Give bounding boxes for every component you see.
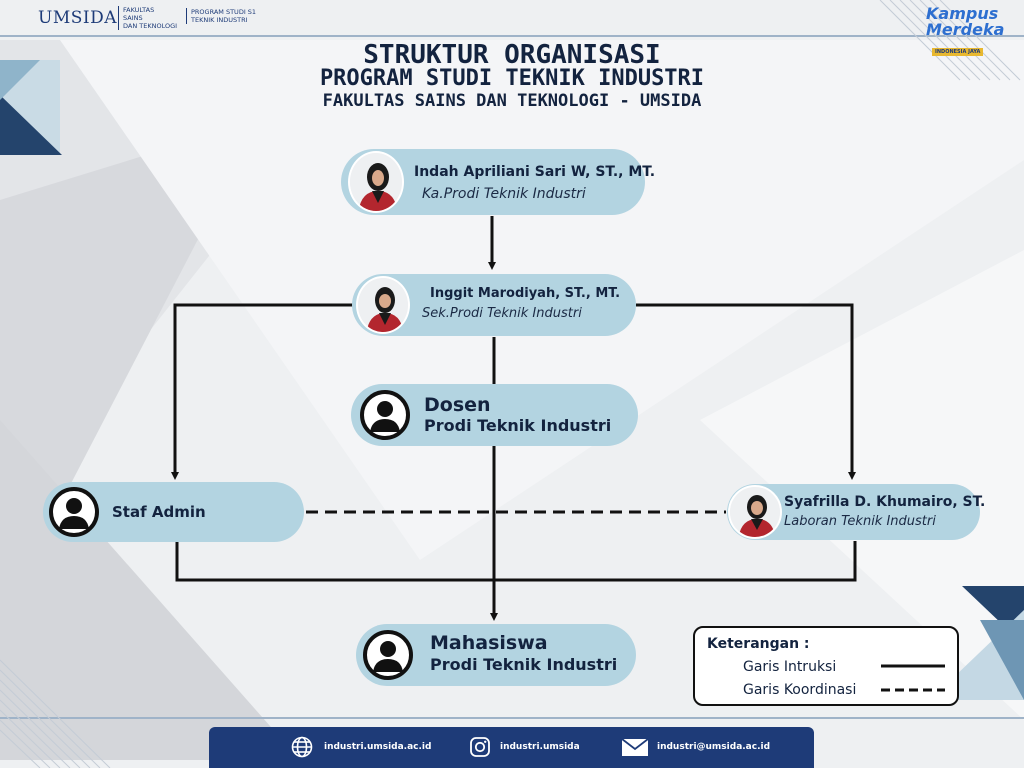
sekprodi-name: Inggit Marodiyah, ST., MT.: [430, 286, 621, 301]
footer-instagram[interactable]: industri.umsida: [500, 742, 580, 752]
badge-line-3: INDONESIA JAYA: [932, 48, 984, 56]
program-line-2: TEKNIK INDUSTRI: [191, 16, 248, 24]
legend-box: Keterangan : Garis Intruksi Garis Koordi…: [693, 626, 959, 706]
instagram-icon: [470, 737, 490, 757]
kaprodi-role: Ka.Prodi Teknik Industri: [422, 186, 586, 202]
program-line-1: PROGRAM STUDI S1: [191, 8, 257, 16]
mahasiswa-title: Mahasiswa: [430, 632, 548, 654]
dosen-person-icon: [360, 390, 410, 440]
page-title-line-3: FAKULTAS SAINS DAN TEKNOLOGI - UMSIDA: [322, 91, 702, 111]
person-photo-icon: [730, 487, 780, 537]
program-label: PROGRAM STUDI S1 TEKNIK INDUSTRI: [186, 8, 256, 24]
legend-dashed-label: Garis Koordinasi: [743, 682, 857, 698]
kaprodi-photo: [348, 151, 404, 213]
faculty-label: FAKULTAS SAINS DAN TEKNOLOGI: [118, 6, 177, 30]
legend-solid-label: Garis Intruksi: [743, 659, 837, 675]
staf-admin-name: Staf Admin: [112, 503, 206, 521]
line-staf-laboran-to-mahasiswa: [175, 541, 857, 582]
kaprodi-name: Indah Apriliani Sari W, ST., MT.: [414, 164, 656, 180]
laboran-photo: [728, 485, 782, 539]
mahasiswa-person-icon: [363, 630, 413, 680]
person-photo-icon: [358, 278, 408, 332]
faculty-line-2: SAINS: [123, 14, 143, 22]
mahasiswa-subtitle: Prodi Teknik Industri: [430, 655, 618, 674]
footer-website[interactable]: industri.umsida.ac.id: [324, 742, 432, 752]
faculty-line-1: FAKULTAS: [123, 6, 155, 14]
laboran-name: Syafrilla D. Khumairo, ST.: [784, 494, 986, 510]
badge-line-2: Merdeka: [926, 20, 1005, 39]
laboran-role: Laboran Teknik Industri: [784, 514, 936, 529]
legend-title: Keterangan :: [707, 636, 810, 652]
footer-bar: industri.umsida.ac.id industri.umsida in…: [209, 727, 814, 768]
badge-line-1: Kampus: [926, 4, 999, 23]
footer-email[interactable]: industri@umsida.ac.id: [657, 742, 771, 752]
page-title-line-2: PROGRAM STUDI TEKNIK INDUSTRI: [319, 66, 705, 91]
globe-icon: [291, 736, 313, 758]
page-title-line-1: STRUKTUR ORGANISASI: [363, 40, 661, 70]
kampus-merdeka-badge: Kampus Merdeka INDONESIA JAYA: [926, 6, 1004, 57]
mail-icon: [621, 738, 649, 756]
line-sekprodi-to-staf: [171, 303, 356, 480]
person-photo-icon: [350, 153, 402, 211]
umsida-logo: UMSIDA: [38, 8, 117, 28]
sekprodi-role: Sek.Prodi Teknik Industri: [422, 306, 582, 321]
dosen-subtitle: Prodi Teknik Industri: [424, 416, 612, 435]
legend-line-samples: [881, 664, 945, 692]
faculty-line-3: DAN TEKNOLOGI: [123, 22, 178, 30]
staf-person-icon: [49, 487, 99, 537]
sekprodi-photo: [356, 276, 410, 334]
line-sekprodi-to-laboran: [636, 303, 856, 480]
umsida-logo-text: UMSIDA: [38, 8, 118, 28]
dosen-title: Dosen: [424, 394, 491, 416]
